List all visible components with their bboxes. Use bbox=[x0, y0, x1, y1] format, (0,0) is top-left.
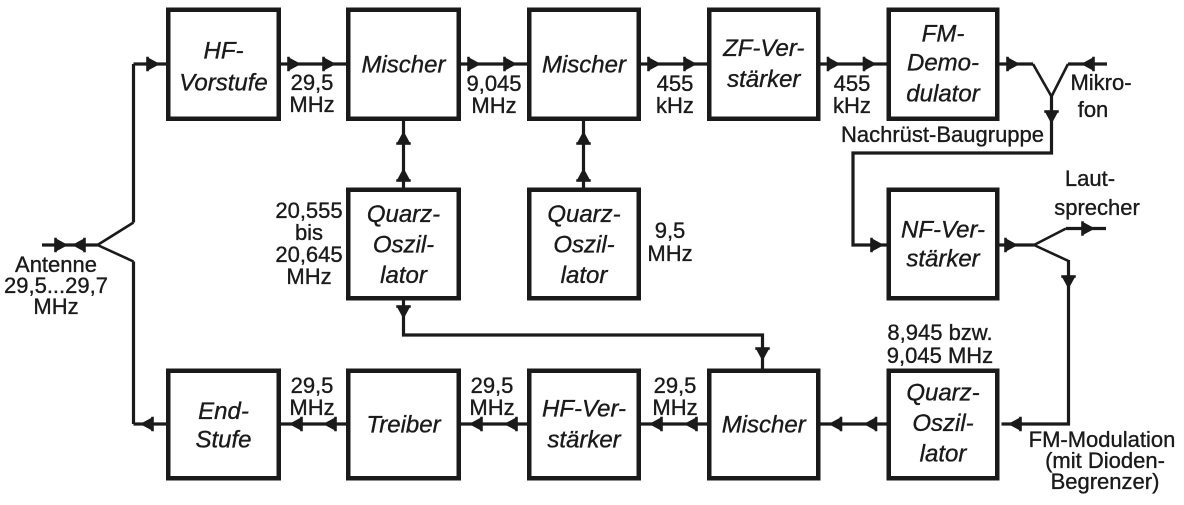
svg-text:Quarz-: Quarz- bbox=[906, 380, 979, 407]
svg-text:MHz: MHz bbox=[289, 92, 334, 117]
svg-text:Mischer: Mischer bbox=[542, 51, 627, 78]
svg-text:29,5: 29,5 bbox=[291, 373, 334, 398]
svg-text:20,645: 20,645 bbox=[275, 242, 342, 267]
svg-text:FM-Modulation: FM-Modulation bbox=[1029, 427, 1176, 452]
svg-text:MHz: MHz bbox=[289, 395, 334, 420]
svg-text:FM-: FM- bbox=[922, 21, 965, 48]
svg-text:8,945 bzw.: 8,945 bzw. bbox=[887, 320, 992, 345]
svg-text:Begrenzer): Begrenzer) bbox=[1051, 469, 1160, 494]
svg-text:bis: bis bbox=[295, 220, 323, 245]
svg-text:9,045 MHz: 9,045 MHz bbox=[887, 343, 993, 368]
svg-text:20,555: 20,555 bbox=[275, 198, 342, 223]
svg-text:lator: lator bbox=[561, 262, 609, 289]
svg-text:Laut-: Laut- bbox=[1065, 166, 1115, 191]
svg-text:dulator: dulator bbox=[906, 81, 980, 108]
svg-text:ZF-Ver-: ZF-Ver- bbox=[722, 35, 804, 62]
svg-text:stärker: stärker bbox=[906, 246, 980, 273]
svg-text:455: 455 bbox=[834, 71, 871, 96]
svg-text:HF-Ver-: HF-Ver- bbox=[542, 396, 626, 423]
svg-text:Treiber: Treiber bbox=[366, 412, 441, 439]
svg-text:kHz: kHz bbox=[833, 93, 871, 118]
svg-text:(mit Dioden-: (mit Dioden- bbox=[1045, 448, 1165, 473]
svg-text:29,5: 29,5 bbox=[471, 373, 514, 398]
svg-text:End-: End- bbox=[198, 398, 249, 425]
svg-text:sprecher: sprecher bbox=[1054, 195, 1140, 220]
svg-text:NF-Ver-: NF-Ver- bbox=[901, 217, 985, 244]
svg-text:Oszil-: Oszil- bbox=[912, 410, 973, 437]
svg-text:MHz: MHz bbox=[33, 294, 78, 319]
svg-text:fon: fon bbox=[1078, 97, 1109, 122]
svg-text:MHz: MHz bbox=[469, 395, 514, 420]
svg-text:29,5: 29,5 bbox=[291, 70, 334, 95]
svg-text:Nachrüst-Baugruppe: Nachrüst-Baugruppe bbox=[841, 122, 1044, 147]
svg-text:MHz: MHz bbox=[652, 395, 697, 420]
svg-text:MHz: MHz bbox=[286, 264, 331, 289]
svg-text:29,5: 29,5 bbox=[654, 373, 697, 398]
svg-text:Mischer: Mischer bbox=[361, 51, 446, 78]
svg-text:Vorstufe: Vorstufe bbox=[179, 70, 268, 97]
svg-text:HF-: HF- bbox=[204, 38, 244, 65]
svg-text:Antenne: Antenne bbox=[15, 252, 97, 277]
svg-text:MHz: MHz bbox=[647, 241, 692, 266]
svg-text:9,045: 9,045 bbox=[466, 71, 521, 96]
svg-text:Quarz-: Quarz- bbox=[367, 201, 440, 228]
svg-text:Stufe: Stufe bbox=[195, 427, 251, 454]
svg-text:MHz: MHz bbox=[471, 93, 516, 118]
svg-text:stärker: stärker bbox=[727, 66, 801, 93]
svg-text:Demo-: Demo- bbox=[907, 50, 979, 77]
svg-text:Oszil-: Oszil- bbox=[553, 232, 614, 259]
svg-text:29,5...29,7: 29,5...29,7 bbox=[4, 273, 108, 298]
svg-text:kHz: kHz bbox=[656, 93, 694, 118]
svg-text:lator: lator bbox=[380, 262, 428, 289]
svg-text:Mischer: Mischer bbox=[722, 412, 807, 439]
svg-text:9,5: 9,5 bbox=[655, 218, 686, 243]
svg-text:Quarz-: Quarz- bbox=[547, 201, 620, 228]
svg-text:lator: lator bbox=[920, 441, 968, 468]
svg-text:455: 455 bbox=[657, 71, 694, 96]
svg-text:stärker: stärker bbox=[547, 427, 621, 454]
svg-text:Mikro-: Mikro- bbox=[1070, 70, 1131, 95]
svg-text:Oszil-: Oszil- bbox=[373, 232, 434, 259]
